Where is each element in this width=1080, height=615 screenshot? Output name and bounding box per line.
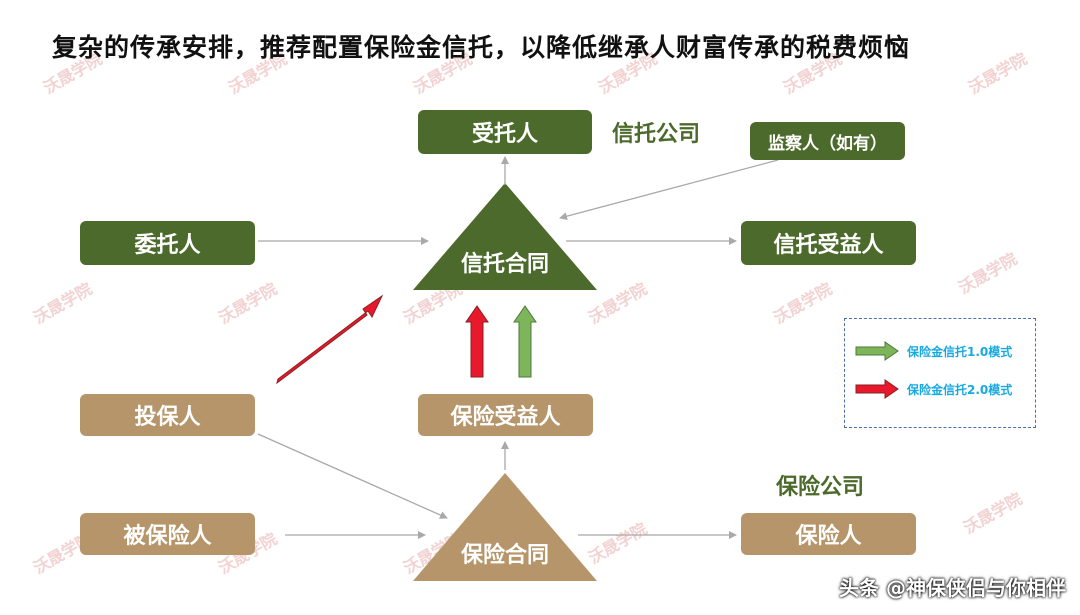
legend-item-mode1: 保险金信托1.0模式 <box>855 341 1012 361</box>
legend-mode1-label: 保险金信托1.0模式 <box>907 344 1013 359</box>
insurer-box: 保险人 <box>741 513 916 555</box>
insurance-company-label: 保险公司 <box>776 475 865 500</box>
insurance-contract-triangle <box>413 473 597 581</box>
green-vertical-arrow <box>513 305 537 378</box>
page-title: 复杂的传承安排，推荐配置保险金信托，以降低继承人财富传承的税费烦恼 <box>52 33 911 62</box>
trust-contract-triangle <box>413 183 597 290</box>
red-vertical-arrow <box>465 305 489 378</box>
connector-supervisor-to-contract <box>559 159 779 221</box>
trust-contract-label: 信托合同 <box>460 252 549 277</box>
policyholder-box: 投保人 <box>80 394 255 436</box>
red-arrow-icon <box>855 379 899 399</box>
insurance-beneficiary-box: 保险受益人 <box>418 394 593 436</box>
legend-item-mode2: 保险金信托2.0模式 <box>855 379 1012 399</box>
trust-company-label: 信托公司 <box>612 122 701 147</box>
red-diagonal-arrow <box>276 294 384 385</box>
green-arrow-icon <box>855 341 899 361</box>
insured-box: 被保险人 <box>80 513 255 555</box>
connector-policyholder-to-insurance <box>257 433 448 519</box>
supervisor-box: 监察人（如有） <box>750 122 905 160</box>
source-credit: 头条 @神保侠侣与你相伴 <box>839 576 1066 600</box>
trust-beneficiary-box: 信托受益人 <box>741 221 916 265</box>
settlor-box: 委托人 <box>80 221 255 265</box>
legend-mode2-label: 保险金信托2.0模式 <box>907 382 1013 397</box>
trustee-box: 受托人 <box>418 110 592 154</box>
insurance-contract-label: 保险合同 <box>460 543 549 568</box>
legend: 保险金信托1.0模式 保险金信托2.0模式 <box>844 318 1036 428</box>
